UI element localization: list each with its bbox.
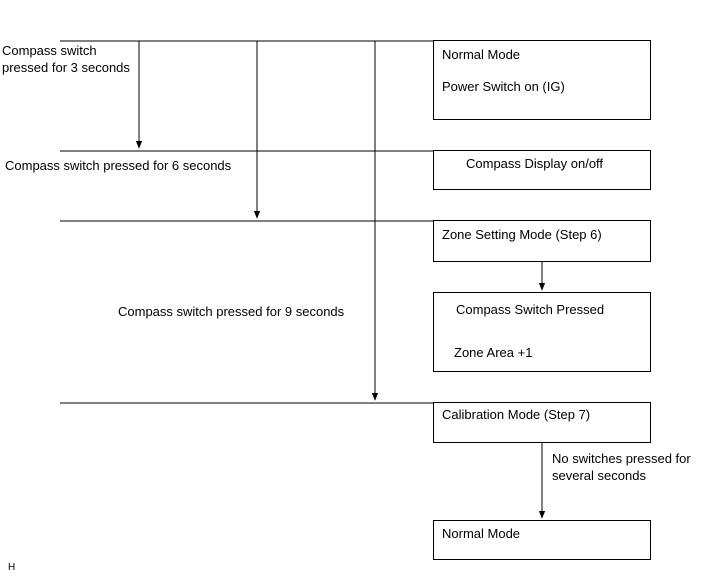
box-normal-mode-top-subtitle: Power Switch on (IG) <box>442 79 565 94</box>
box-compass-pressed: Compass Switch Pressed Zone Area +1 <box>433 292 651 372</box>
label-no-switches: No switches pressed for several seconds <box>552 451 691 483</box>
label-6-seconds: Compass switch pressed for 6 seconds <box>5 158 232 173</box>
corner-mark: H <box>8 562 16 573</box>
box-calibration: Calibration Mode (Step 7) <box>433 402 651 443</box>
box-calibration-title: Calibration Mode (Step 7) <box>442 407 591 422</box>
box-normal-mode-bottom: Normal Mode <box>433 520 651 560</box>
box-zone-setting: Zone Setting Mode (Step 6) <box>433 220 651 262</box>
box-compass-display-title: Compass Display on/off <box>466 156 604 171</box>
label-9-seconds: Compass switch pressed for 9 seconds <box>118 304 345 319</box>
box-compass-pressed-subtitle: Zone Area +1 <box>454 345 533 360</box>
box-normal-mode-bottom-title: Normal Mode <box>442 526 521 541</box>
box-normal-mode-top: Normal Mode Power Switch on (IG) <box>433 40 651 120</box>
box-zone-setting-title: Zone Setting Mode (Step 6) <box>442 227 602 242</box>
box-compass-pressed-title: Compass Switch Pressed <box>456 302 605 317</box>
box-compass-display: Compass Display on/off <box>433 150 651 190</box>
box-normal-mode-top-title: Normal Mode <box>442 47 521 62</box>
label-3-seconds: Compass switch pressed for 3 seconds <box>2 43 130 75</box>
